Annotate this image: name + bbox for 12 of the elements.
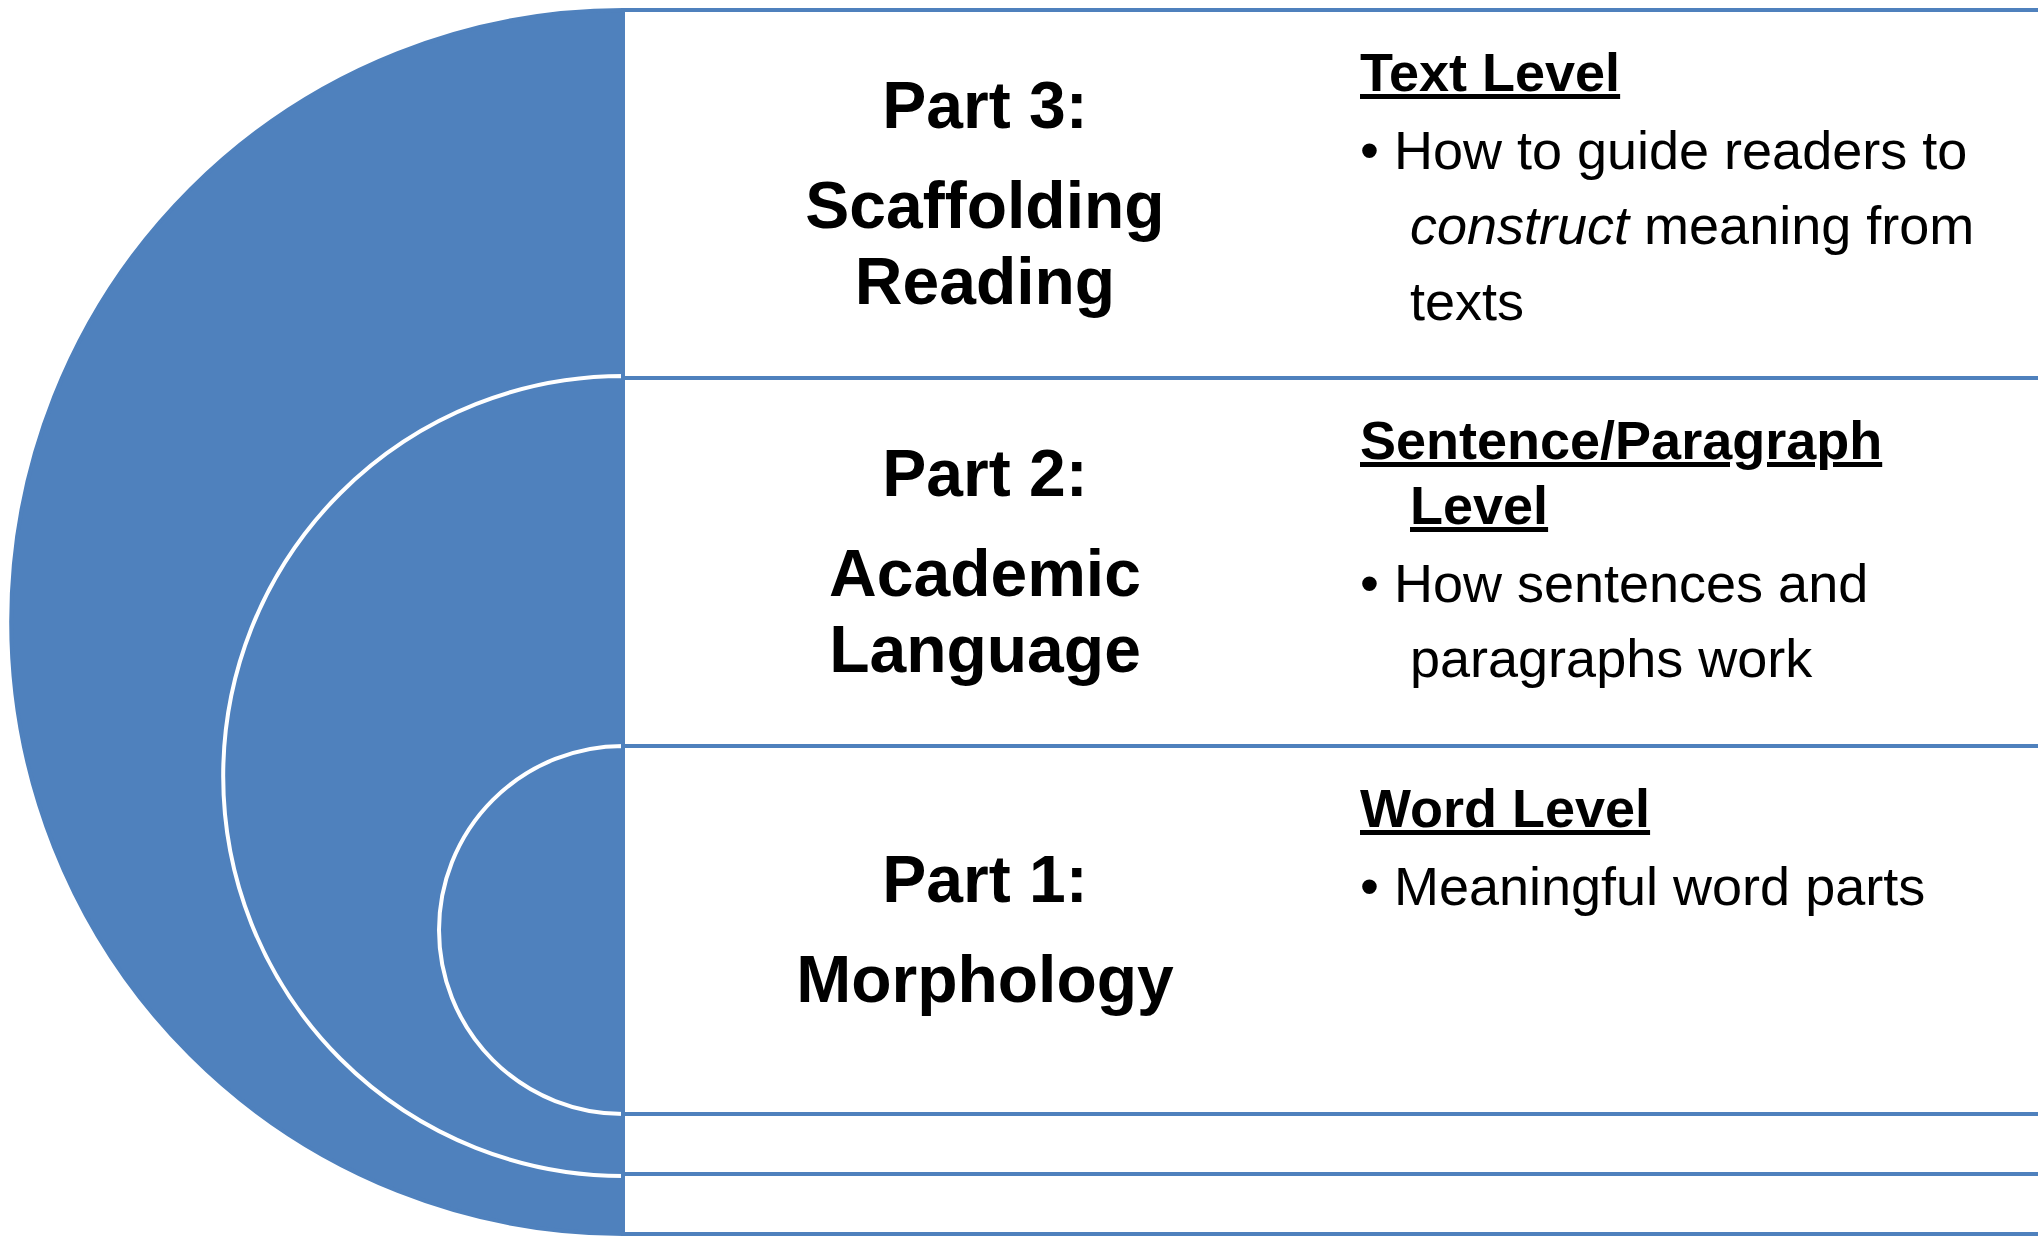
level-heading: Word Level xyxy=(1360,777,1651,840)
part-number: Part 2: xyxy=(882,436,1088,513)
bullet-text: • How to guide readers to construct meaning from texts xyxy=(1360,118,1976,333)
part-title: Scaffolding Reading xyxy=(804,168,1166,320)
part-number: Part 3: xyxy=(882,68,1088,145)
level-heading: Text Level xyxy=(1360,41,1621,104)
bullet-text: • How sentences and paragraphs work xyxy=(1360,551,1870,691)
part-title: Morphology xyxy=(796,942,1174,1018)
part-title: Academic Language xyxy=(828,536,1142,688)
part-number: Part 1: xyxy=(882,842,1088,918)
bullet-text: • Meaningful word parts xyxy=(1360,854,1927,918)
level-heading: Sentence/Paragraph Level xyxy=(1360,409,1884,537)
